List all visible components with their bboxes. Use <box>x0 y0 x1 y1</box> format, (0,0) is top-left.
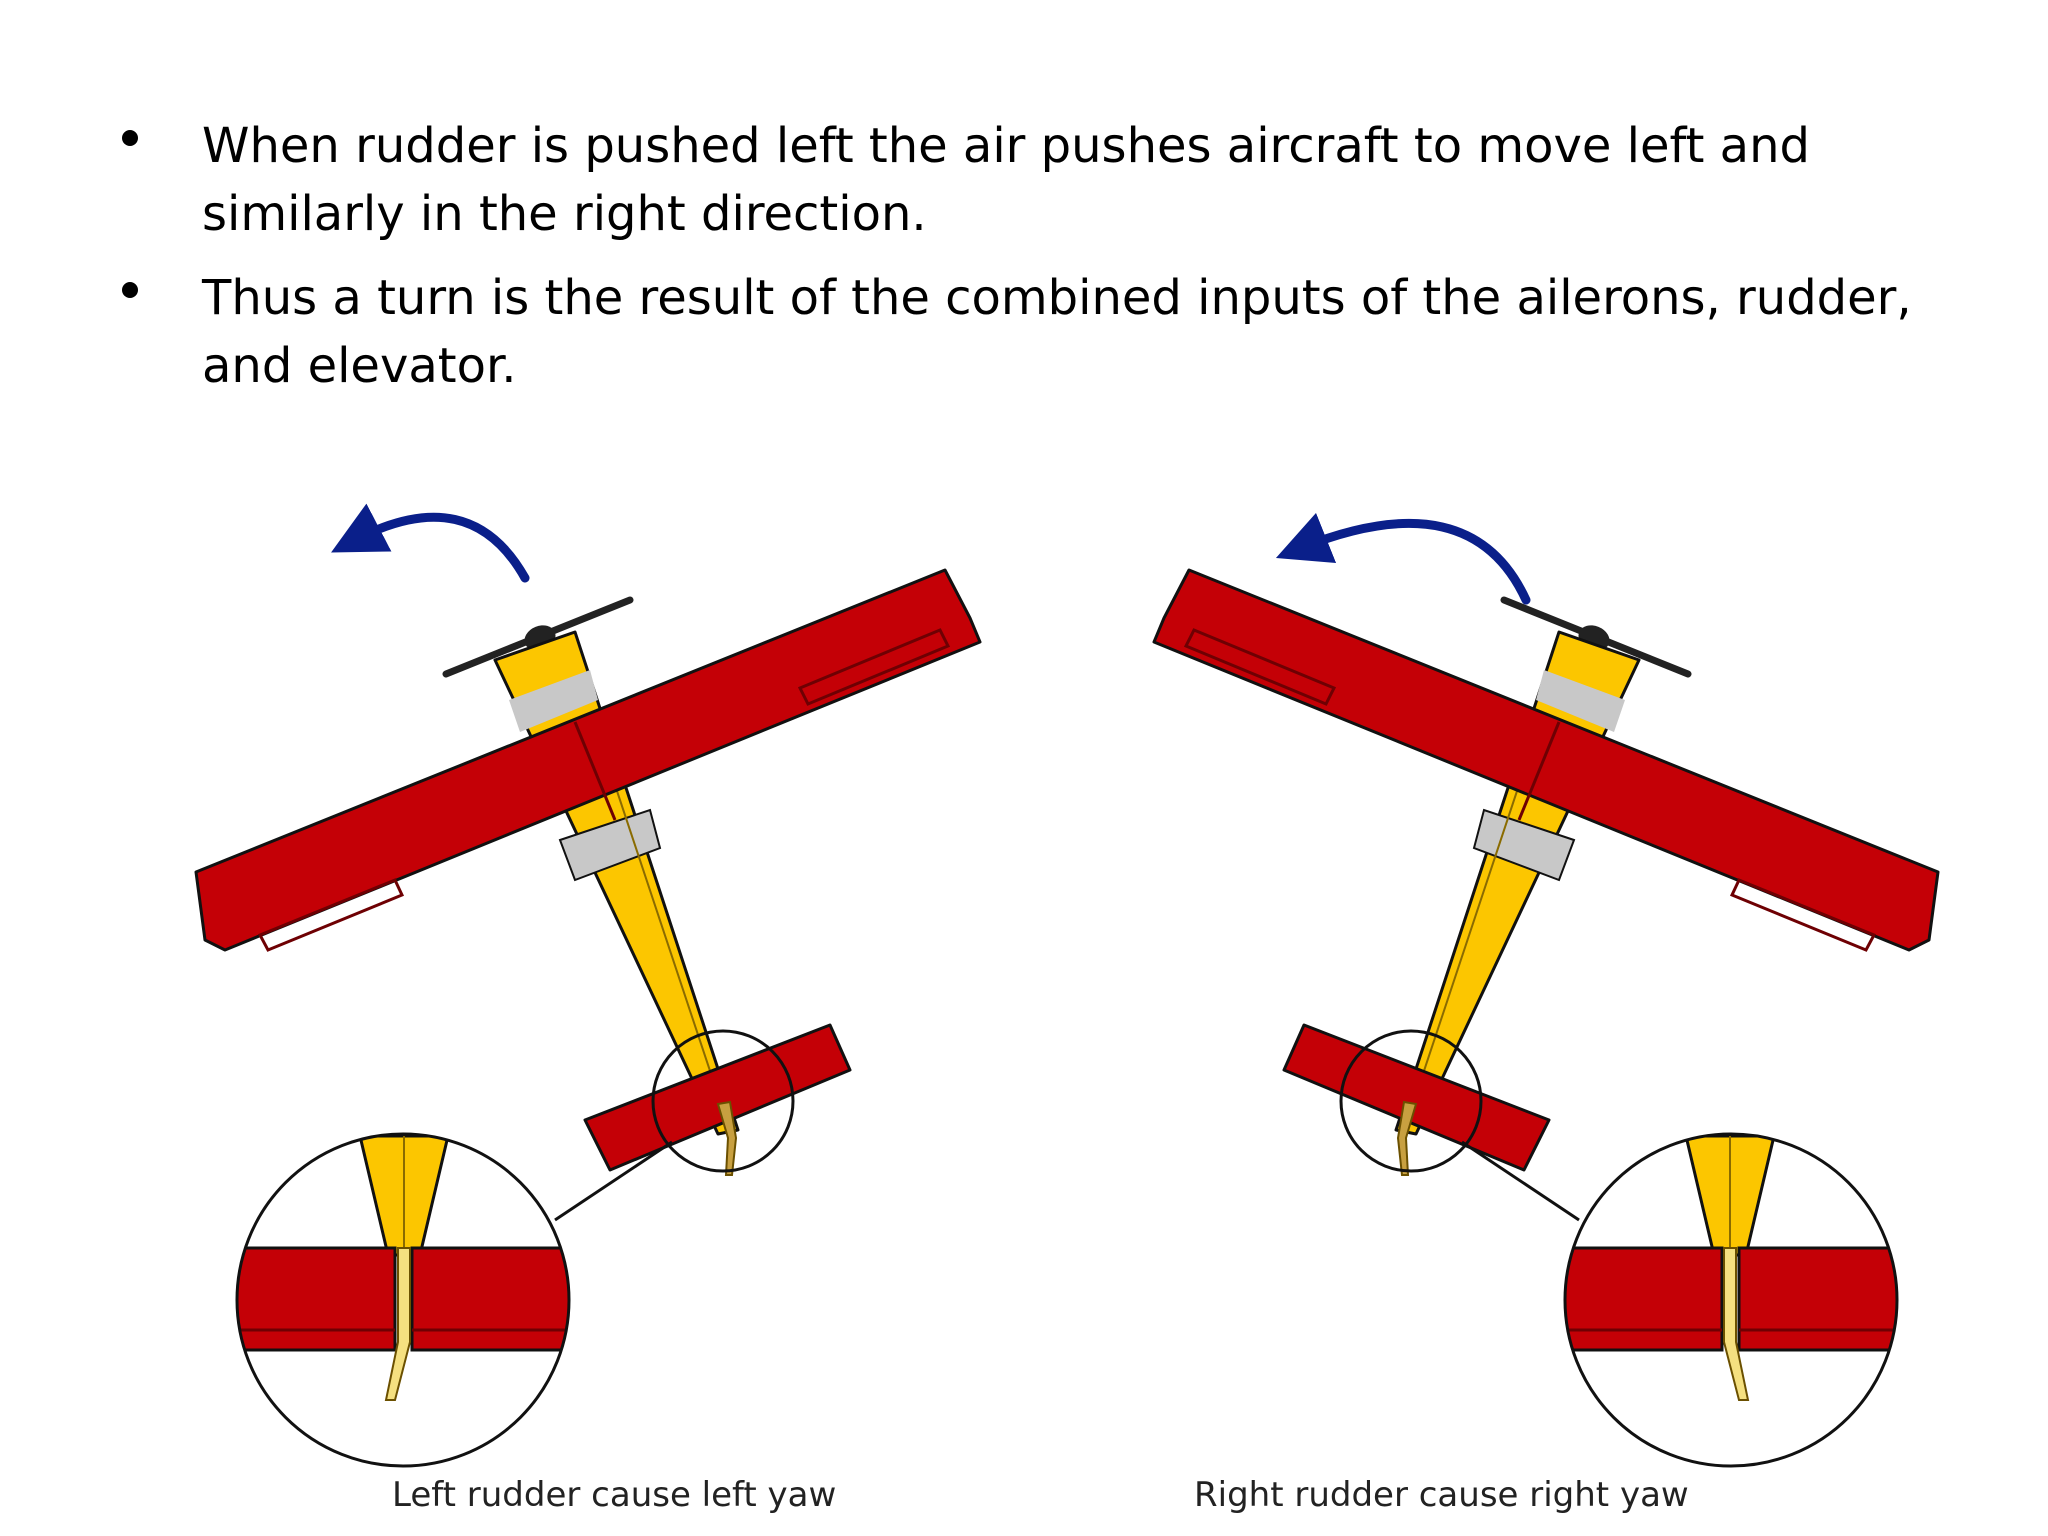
bullet-text: Thus a turn is the result of the combine… <box>202 270 1912 394</box>
rudder-yaw-diagram <box>194 503 1940 1468</box>
bullet-dot <box>122 130 138 146</box>
right-yaw-arrow-icon <box>1275 512 1531 605</box>
left-caption: Left rudder cause left yaw <box>392 1475 837 1515</box>
left-horizontal-stabilizer <box>583 1023 852 1172</box>
right-horizontal-stabilizer <box>1282 1023 1551 1172</box>
left-rudder-deflected <box>716 1100 738 1176</box>
right-caption: Right rudder cause right yaw <box>1194 1475 1689 1515</box>
left-zoom-detail <box>235 1132 571 1468</box>
right-airplane <box>1152 512 1940 1468</box>
right-rudder-deflected <box>1396 1100 1418 1176</box>
bullet-item-1: When rudder is pushed left the air pushe… <box>118 112 1938 248</box>
right-zoom-detail <box>1563 1132 1899 1468</box>
right-tail-magnifier-ring <box>1339 1029 1483 1173</box>
left-main-wing <box>194 568 982 952</box>
bullet-item-2: Thus a turn is the result of the combine… <box>118 264 1938 400</box>
bullet-text: When rudder is pushed left the air pushe… <box>202 118 1810 242</box>
left-airplane <box>194 503 982 1468</box>
left-tail-magnifier-ring <box>651 1029 795 1173</box>
bullet-list: When rudder is pushed left the air pushe… <box>118 112 1938 416</box>
left-yaw-arrow-icon <box>331 503 530 583</box>
right-main-wing <box>1152 568 1940 952</box>
bullet-dot <box>122 282 138 298</box>
